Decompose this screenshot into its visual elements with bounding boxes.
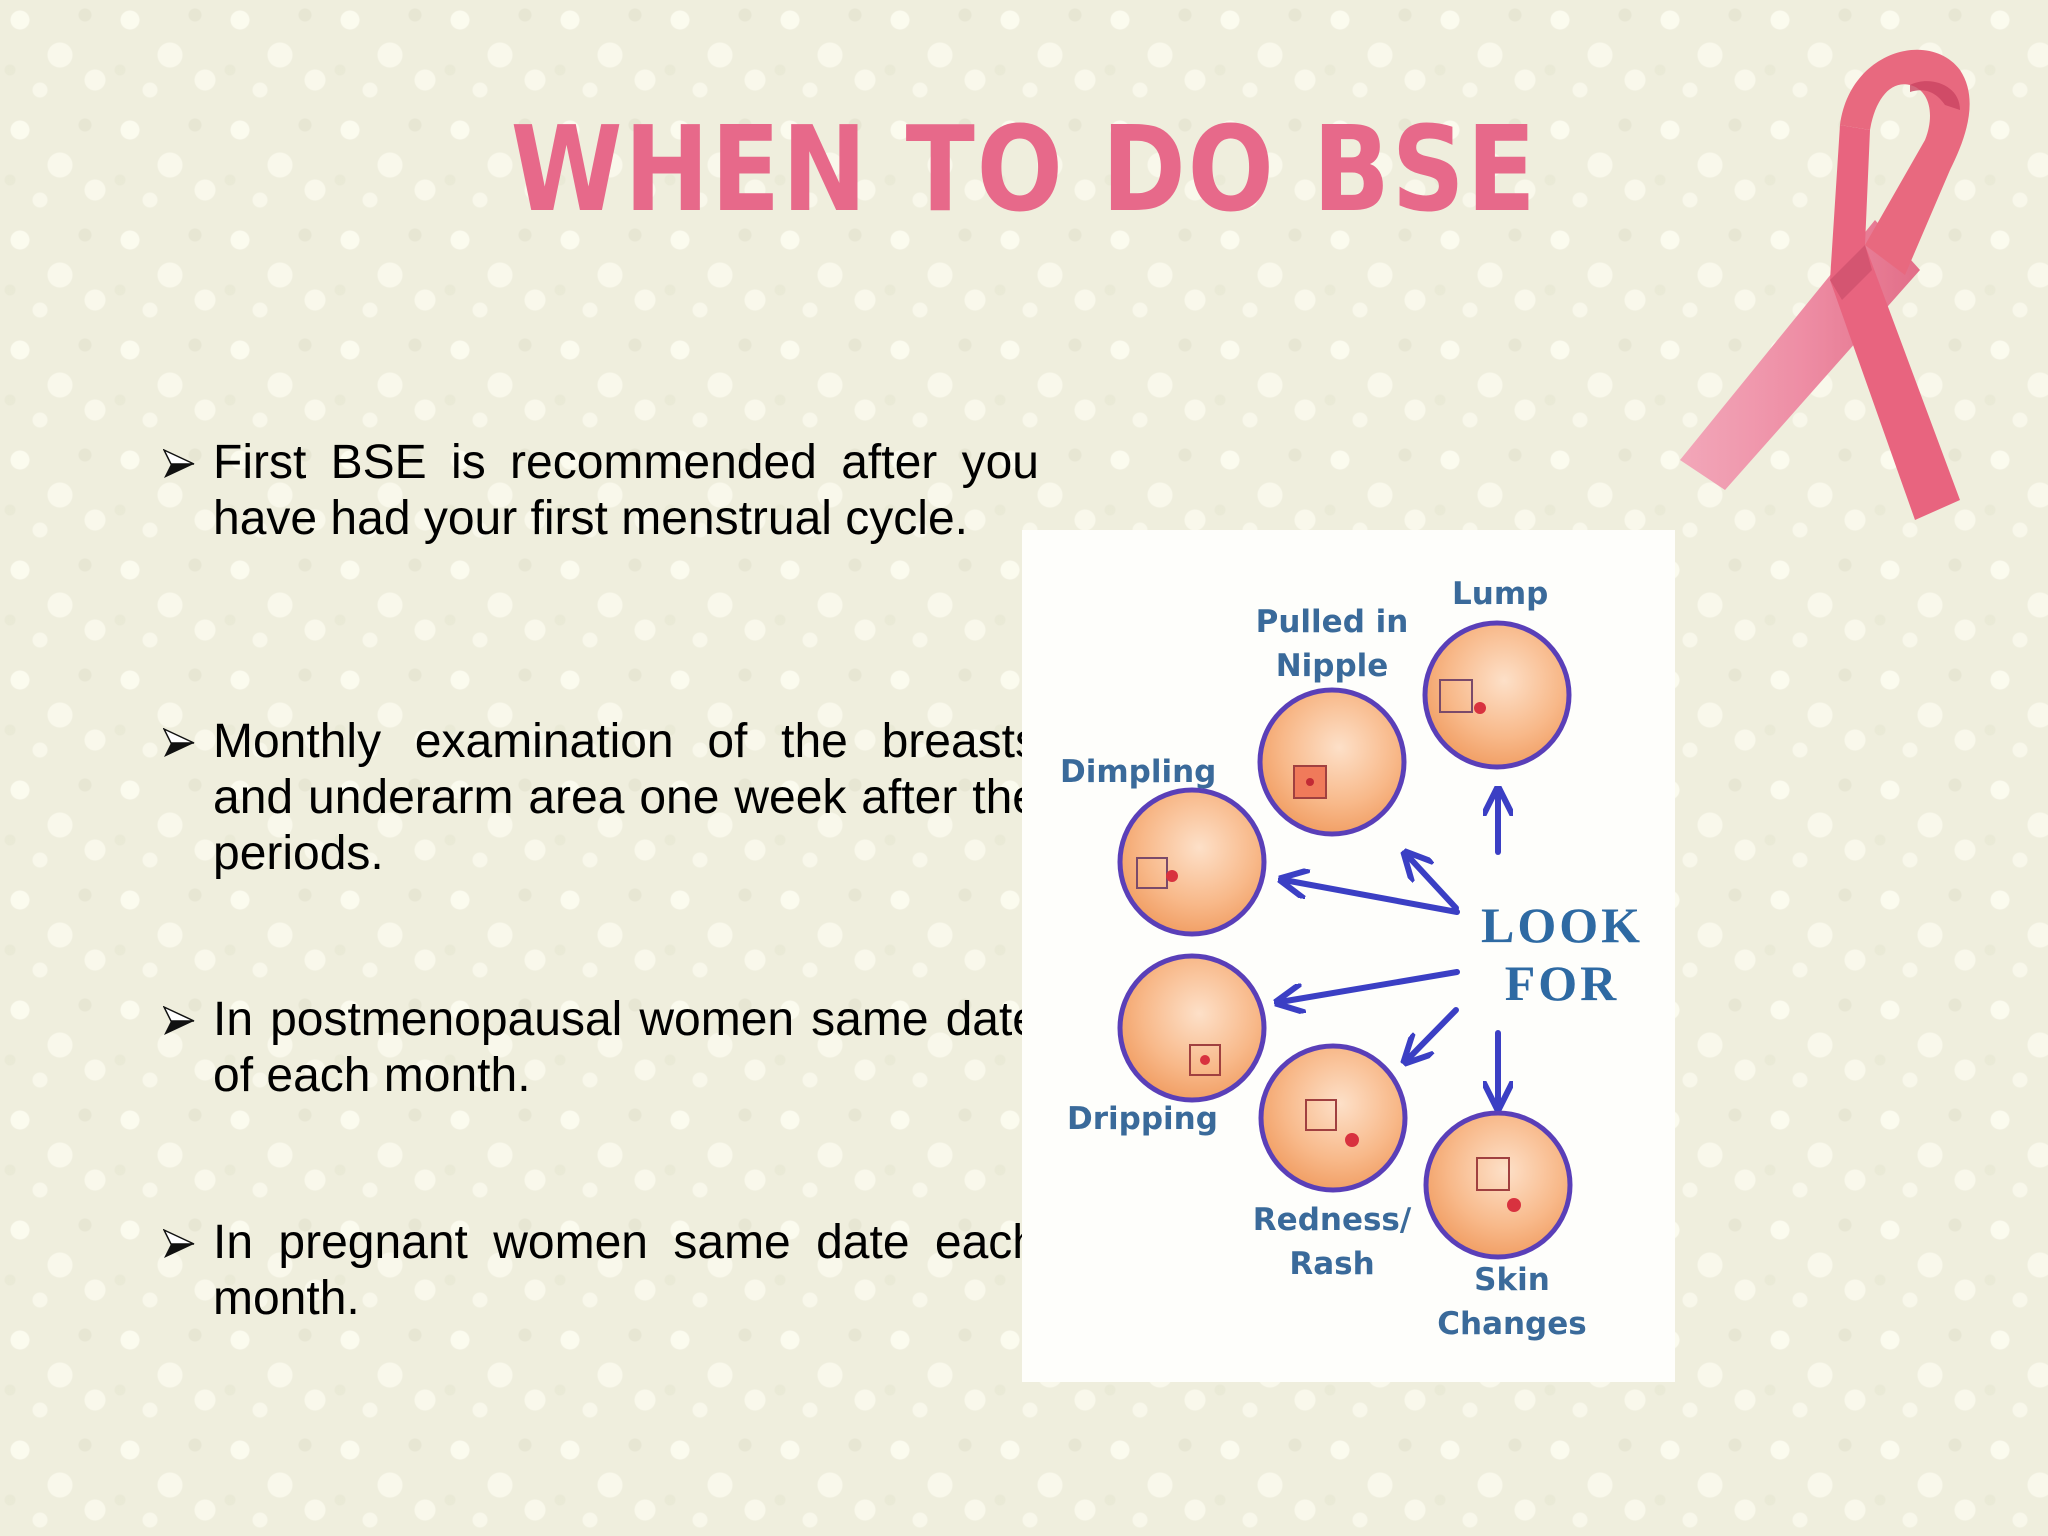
bullet-item: In postmenopausal women same date of eac… xyxy=(163,992,1039,1104)
dripping-breast-icon xyxy=(1117,953,1267,1103)
label-pulled-in-nipple: Pulled in Nipple xyxy=(1255,604,1409,684)
label-skin-changes: Skin Changes xyxy=(1437,1262,1587,1342)
arrow-down-left-icon xyxy=(1407,1007,1459,1060)
arrows xyxy=(1280,792,1498,1105)
slide-title: WHEN TO DO BSE xyxy=(510,100,1538,238)
pulled-in-nipple-breast-icon xyxy=(1257,687,1407,837)
arrow-bullet-icon xyxy=(163,1006,195,1035)
bullet-item: In pregnant women same date each month. xyxy=(163,1215,1039,1327)
skin-changes-breast-icon xyxy=(1423,1110,1573,1260)
label-dimpling: Dimpling xyxy=(1060,754,1217,790)
breast-signs-diagram xyxy=(1117,620,1573,1260)
label-dripping: Dripping xyxy=(1067,1101,1218,1137)
arrow-left-icon xyxy=(1284,880,1460,915)
arrow-bullet-icon xyxy=(163,1229,195,1258)
dimpling-breast-icon xyxy=(1117,787,1267,937)
arrow-up-left-icon xyxy=(1407,855,1459,911)
lump-breast-icon xyxy=(1422,620,1572,770)
redness-rash-breast-icon xyxy=(1258,1043,1408,1193)
pink-ribbon-icon xyxy=(1680,49,1970,520)
look-for-figure: Lump Pulled in Nipple Dimpling Dripping … xyxy=(1022,530,1675,1382)
arrow-bullet-icon xyxy=(163,728,195,757)
label-redness-rash: Redness/ Rash xyxy=(1252,1202,1412,1282)
bullet-item: First BSE is recommended after you have … xyxy=(163,435,1039,547)
arrow-left-down-icon xyxy=(1280,969,1460,1002)
arrow-bullet-icon xyxy=(163,449,195,478)
label-lump: Lump xyxy=(1452,576,1549,612)
look-for-label: LOOK FOR xyxy=(1480,897,1644,1011)
bullet-item: Monthly examination of the breasts and u… xyxy=(163,714,1039,882)
